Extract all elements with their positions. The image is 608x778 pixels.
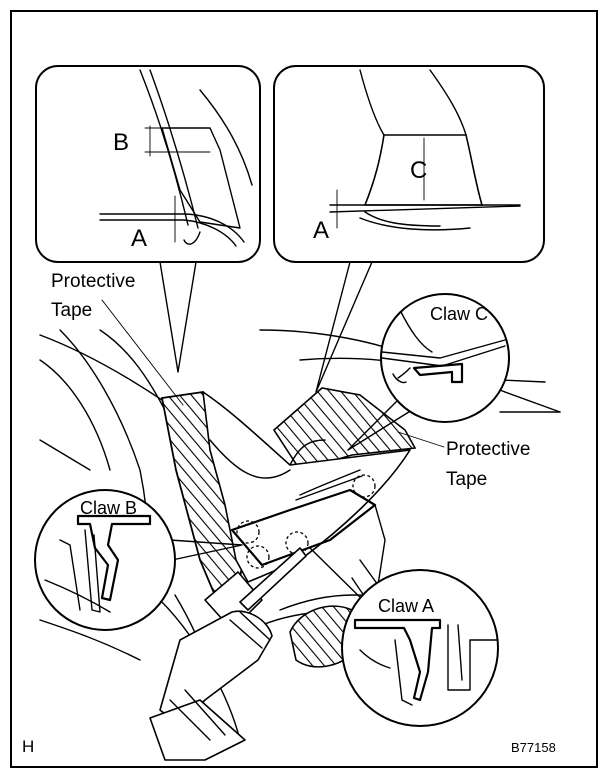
inset-top-left [35,65,261,373]
claw-b-label: Claw B [80,498,137,518]
clip-location-4 [246,545,270,569]
figure-id: B77158 [511,740,556,755]
dimension-b-label: B [113,129,129,156]
screwdriver [149,547,307,761]
claw-a-label: Claw A [378,596,434,616]
figure-frame [10,10,598,768]
inset-claw-a [309,547,499,727]
protective-tape-right-label-line2: Tape [446,469,487,490]
clip-location-1 [352,474,376,498]
dimension-a-right-label: A [313,217,329,244]
protective-tape-right-leader [397,431,445,448]
corner-code: H [22,737,34,756]
protective-tape-left-leader [101,299,184,406]
protective-tape-left-label-line1: Protective [51,271,135,292]
dimension-c-label: C [410,157,427,184]
inset-claw-c [347,293,510,451]
protective-tape-left-label-line2: Tape [51,300,92,321]
claw-c-label: Claw C [430,304,488,324]
protective-tape-right-label-line1: Protective [446,439,530,460]
dimension-a-left-label: A [131,225,147,252]
inset-claw-b [34,489,243,631]
inset-top-right [273,65,545,393]
clip-location-2 [236,520,260,544]
